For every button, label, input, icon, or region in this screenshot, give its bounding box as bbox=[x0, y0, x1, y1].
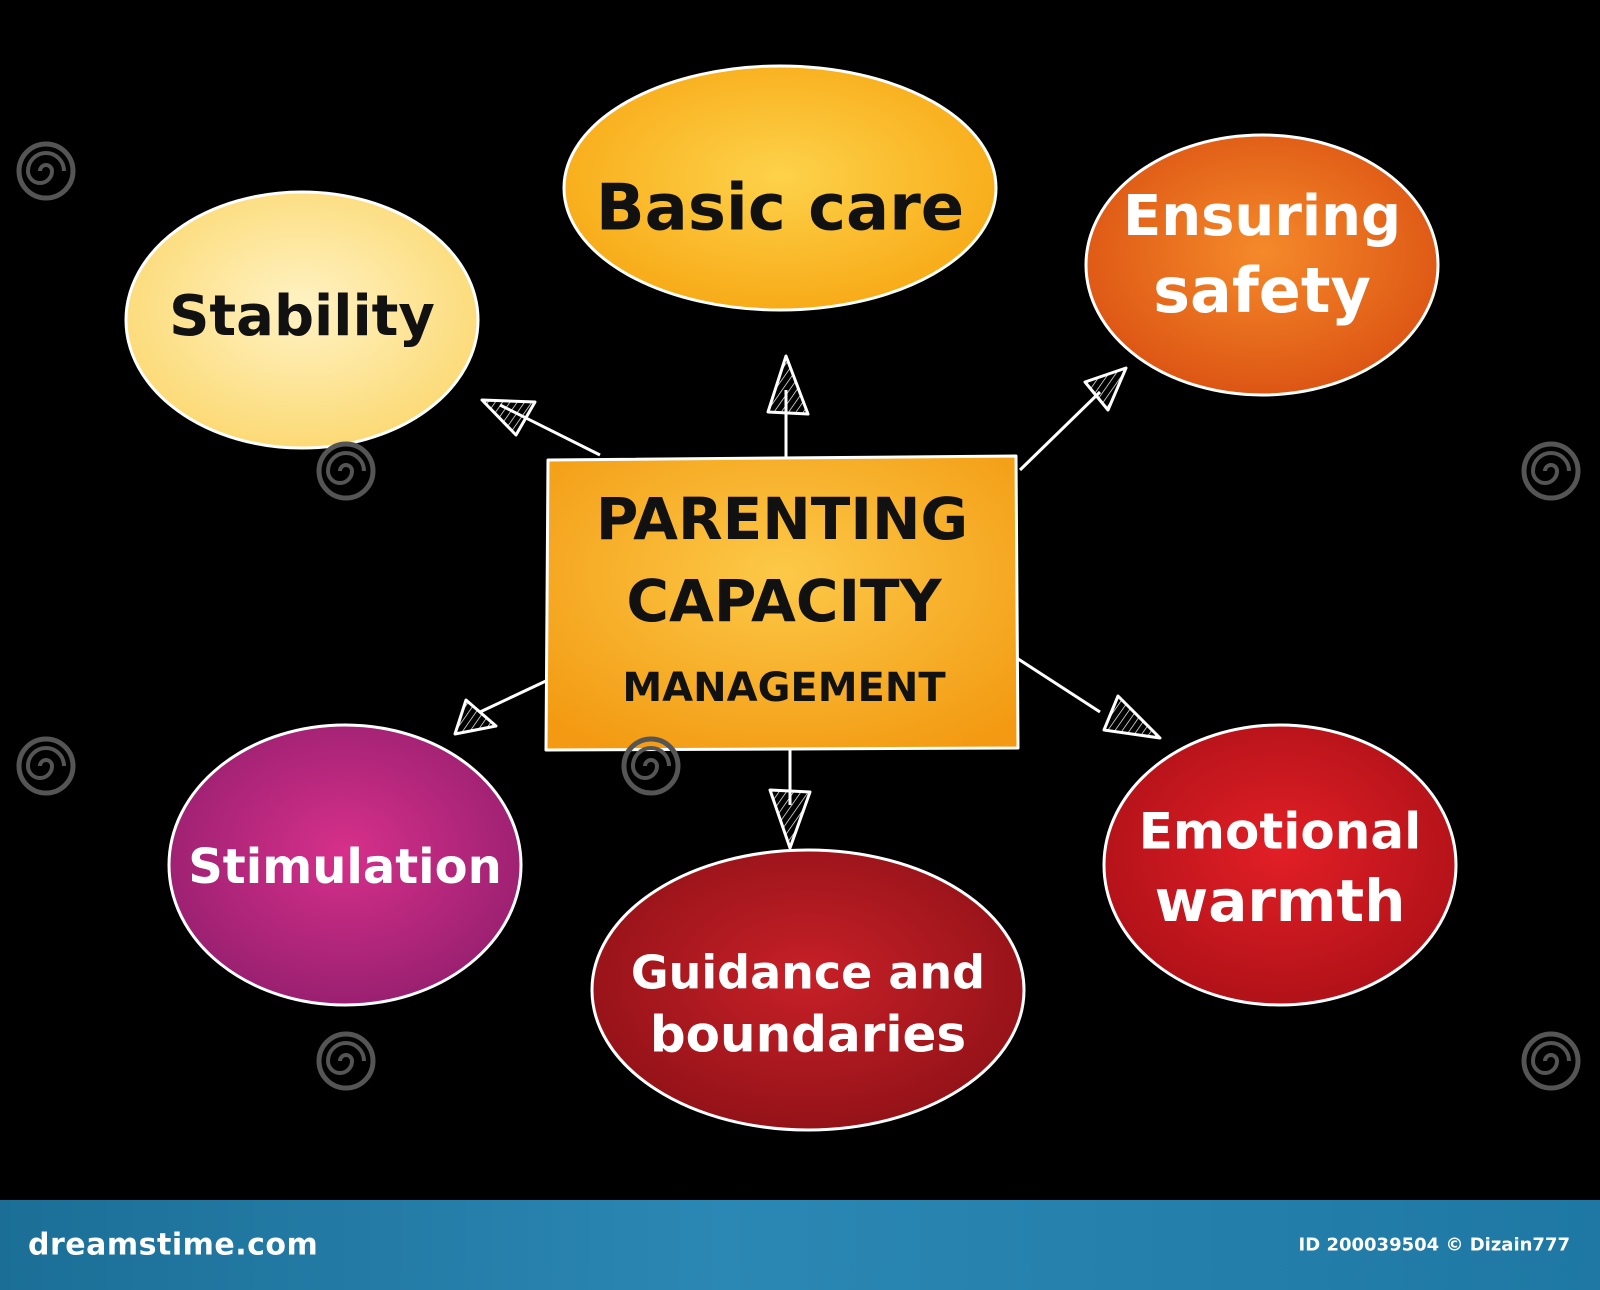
stimulation-label: Stimulation bbox=[188, 839, 502, 895]
watermark-spiral-icon bbox=[621, 736, 681, 796]
connector-stimulation bbox=[479, 678, 549, 714]
basic-care-label: Basic care bbox=[596, 172, 964, 246]
guidance-label-line-2: boundaries bbox=[650, 1006, 966, 1064]
node-ensuring-safety: Ensuring safety bbox=[1084, 133, 1440, 397]
footer-credit: ID 200039504 © Dizain777 bbox=[1298, 1234, 1570, 1256]
watermark-spiral-icon bbox=[316, 1031, 376, 1091]
mind-map-diagram: PARENTING CAPACITY MANAGEMENT Basic care… bbox=[124, 64, 1458, 1132]
emotional-warmth-label-line-2: warmth bbox=[1155, 867, 1406, 935]
connector-ensuring-safety bbox=[1018, 390, 1102, 472]
node-emotional-warmth: Emotional warmth bbox=[1102, 723, 1458, 1007]
center-box bbox=[544, 454, 1020, 752]
guidance-label-line-1: Guidance and bbox=[631, 946, 985, 1000]
watermark-spiral-icon bbox=[316, 441, 376, 501]
node-stimulation: Stimulation bbox=[167, 723, 523, 1007]
watermark-spiral-icon bbox=[1521, 441, 1581, 501]
ensuring-safety-label-line-1: Ensuring bbox=[1123, 184, 1401, 249]
connector-emotional-warmth bbox=[1011, 653, 1101, 714]
mind-map-canvas: PARENTING CAPACITY MANAGEMENT Basic care… bbox=[16, 64, 1581, 1132]
arrow-head-stability bbox=[480, 398, 537, 437]
node-guidance-boundaries: Guidance and boundaries bbox=[590, 848, 1026, 1132]
watermark-spiral-icon bbox=[1521, 1031, 1581, 1091]
footer-brand[interactable]: dreamstime.com bbox=[28, 1227, 319, 1263]
arrow-head-ensuring-safety bbox=[1083, 366, 1128, 412]
watermark-spiral-icon bbox=[16, 736, 76, 796]
center-title-line-3: MANAGEMENT bbox=[622, 665, 946, 711]
watermark-spiral-icon bbox=[16, 141, 76, 201]
arrow-head-basic-care bbox=[766, 354, 810, 416]
emotional-warmth-label-line-1: Emotional bbox=[1139, 803, 1421, 861]
arrow-head-guidance bbox=[768, 788, 812, 850]
center-node: PARENTING CAPACITY MANAGEMENT bbox=[544, 454, 1020, 752]
stability-label: Stability bbox=[169, 284, 435, 349]
center-title-line-1: PARENTING bbox=[596, 485, 968, 553]
footer-bar: dreamstime.com ID 200039504 © Dizain777 bbox=[0, 1200, 1600, 1290]
arrow-head-emotional-warmth bbox=[1102, 694, 1162, 740]
center-title-line-2: CAPACITY bbox=[626, 567, 942, 635]
node-stability: Stability bbox=[124, 190, 480, 450]
arrow-heads bbox=[453, 354, 1162, 850]
arrow-head-stimulation bbox=[453, 698, 498, 736]
node-basic-care: Basic care bbox=[562, 64, 998, 312]
ensuring-safety-label-line-2: safety bbox=[1153, 254, 1371, 327]
